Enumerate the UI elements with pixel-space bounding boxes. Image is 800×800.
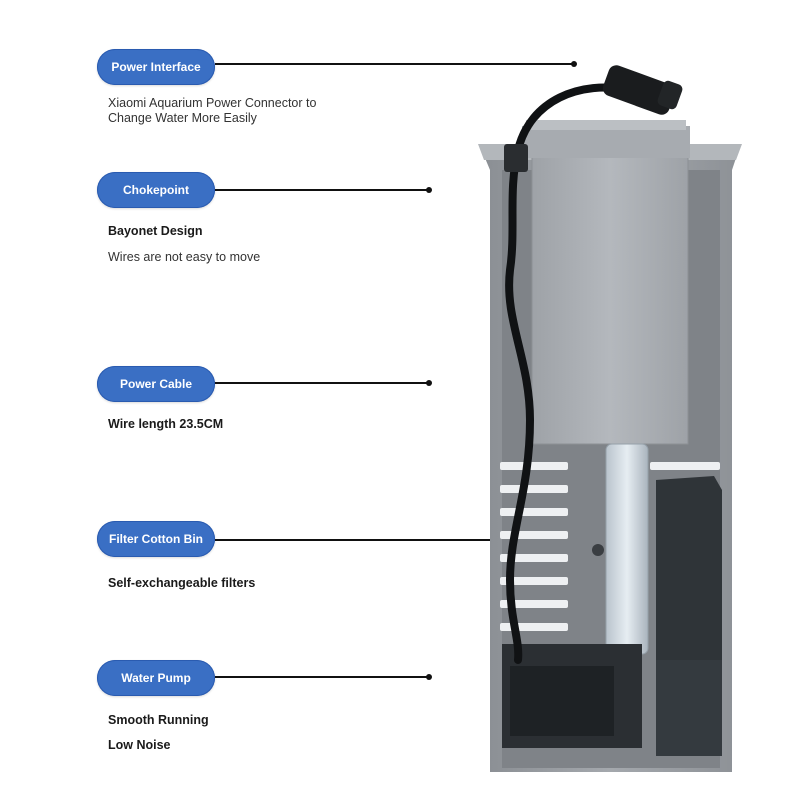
filter-cotton-bin-title: Self-exchangeable filters [108, 576, 256, 590]
leader-line-water-pump [215, 676, 427, 678]
label-power-cable: Power Cable [97, 366, 215, 402]
aquarium-filter-photo [478, 65, 742, 772]
cable-clip [504, 144, 528, 172]
label-water-pump: Water Pump [97, 660, 215, 696]
label-filter-cotton-bin: Filter Cotton Bin [97, 521, 215, 557]
label-chokepoint: Chokepoint [97, 172, 215, 208]
power-cable [505, 83, 634, 664]
chokepoint-title: Bayonet Design [108, 224, 203, 238]
water-pump-line-2: Low Noise [108, 738, 171, 752]
power-cable-title: Wire length 23.5CM [108, 417, 224, 431]
leader-dot-power-interface [571, 61, 577, 67]
power-interface-desc-line-2: Change Water More Easily [108, 111, 257, 125]
pump-motor-box [531, 153, 689, 445]
leader-line-filter-cotton-bin [215, 539, 691, 541]
water-pump-line-1: Smooth Running [108, 713, 209, 727]
leader-line-power-cable [215, 382, 427, 384]
chokepoint-detail: Wires are not easy to move [108, 250, 261, 264]
leader-dot-power-cable [426, 380, 432, 386]
leader-line-power-interface [215, 63, 573, 65]
leader-dot-chokepoint [426, 187, 432, 193]
outlet-tube [605, 443, 649, 655]
power-connector [602, 65, 683, 115]
leader-line-chokepoint [215, 189, 427, 191]
label-power-interface: Power Interface [97, 49, 215, 85]
power-interface-desc-line-1: Xiaomi Aquarium Power Connector to [108, 96, 317, 110]
leader-dot-water-pump [426, 674, 432, 680]
